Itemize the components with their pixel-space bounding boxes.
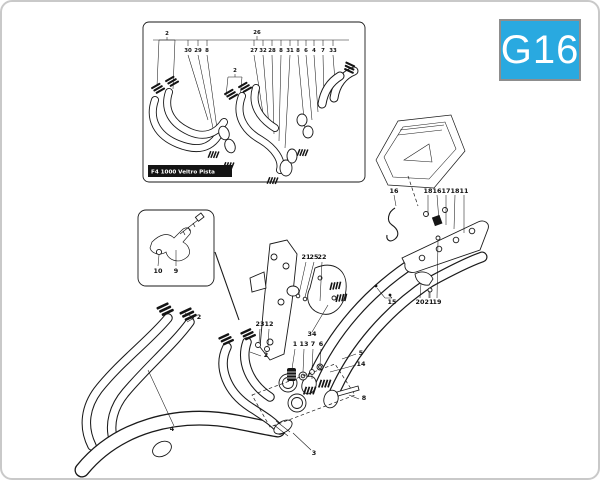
part-label-31: 31 bbox=[286, 48, 294, 54]
part-label-16: 16 bbox=[390, 187, 399, 195]
part-label-30: 30 bbox=[184, 48, 192, 54]
part-label-6: 6 bbox=[319, 340, 324, 348]
part-label-7: 7 bbox=[321, 48, 325, 54]
part-label-9: 9 bbox=[174, 267, 179, 275]
part-label-28: 28 bbox=[268, 48, 276, 54]
hanger-hook-art bbox=[386, 207, 399, 242]
part-label-8: 8 bbox=[296, 48, 300, 54]
part-label-27: 27 bbox=[250, 48, 258, 54]
part-label-13: 13 bbox=[300, 340, 309, 348]
part-label-2: 2 bbox=[264, 351, 268, 359]
part-label-21: 21 bbox=[425, 298, 434, 306]
part-label-2: 2 bbox=[165, 31, 169, 37]
part-label-18: 18 bbox=[451, 187, 460, 195]
part-label-2: 2 bbox=[197, 313, 201, 321]
part-label-17: 17 bbox=[442, 187, 451, 195]
part-label-3: 3 bbox=[312, 449, 316, 457]
heat-shield-art bbox=[307, 264, 350, 315]
part-label-19: 19 bbox=[433, 298, 442, 306]
part-label-2: 2 bbox=[233, 68, 237, 74]
part-label-34: 34 bbox=[308, 330, 317, 338]
part-label-8: 8 bbox=[362, 394, 367, 402]
center-bracket-art bbox=[249, 239, 308, 361]
part-label-11: 11 bbox=[460, 187, 469, 195]
top-inset-caption: F4 1000 Veltro Pista bbox=[148, 165, 232, 177]
part-label-15: 15 bbox=[388, 298, 397, 306]
front-header-pipes-art bbox=[82, 301, 278, 470]
small-inset-bracket-art bbox=[149, 212, 205, 267]
part-label-16: 16 bbox=[433, 187, 442, 195]
part-label-21: 21 bbox=[302, 253, 311, 261]
part-label-7: 7 bbox=[311, 340, 315, 348]
part-label-4: 4 bbox=[312, 48, 316, 54]
small-inset-pointer-line bbox=[214, 251, 240, 321]
part-label-32: 32 bbox=[259, 48, 267, 54]
part-label-29: 29 bbox=[194, 48, 202, 54]
part-label-12: 12 bbox=[265, 320, 274, 328]
rear-subframe-art bbox=[375, 114, 466, 207]
small-inset-box bbox=[137, 209, 240, 321]
part-label-23: 23 bbox=[256, 320, 265, 328]
top-inset-headers-art bbox=[151, 61, 357, 187]
part-label-14: 14 bbox=[357, 360, 366, 368]
part-label-6: 6 bbox=[304, 48, 308, 54]
top-inset-caption-text: F4 1000 Veltro Pista bbox=[151, 170, 215, 176]
top-inset-box: F4 1000 Veltro Pista bbox=[142, 21, 366, 187]
leader-lines bbox=[147, 194, 465, 451]
part-label-4: 4 bbox=[170, 425, 175, 433]
fastener-set-art bbox=[287, 363, 324, 381]
part-label-5: 5 bbox=[359, 349, 363, 357]
part-label-22: 22 bbox=[318, 253, 327, 261]
part-label-26: 26 bbox=[253, 30, 261, 36]
section-badge: G16 bbox=[499, 19, 581, 81]
part-label-33: 33 bbox=[329, 48, 337, 54]
top-inset-callout-bracket bbox=[153, 36, 349, 149]
part-label-10: 10 bbox=[154, 267, 163, 275]
part-label-20: 20 bbox=[416, 298, 425, 306]
part-label-8: 8 bbox=[279, 48, 283, 54]
mid-pipes-art bbox=[301, 233, 482, 409]
part-label-18: 18 bbox=[424, 187, 433, 195]
part-label-25: 25 bbox=[310, 253, 319, 261]
part-label-1: 1 bbox=[293, 340, 297, 348]
part-label-8: 8 bbox=[205, 48, 209, 54]
spring-kit-zone-art bbox=[251, 363, 360, 428]
